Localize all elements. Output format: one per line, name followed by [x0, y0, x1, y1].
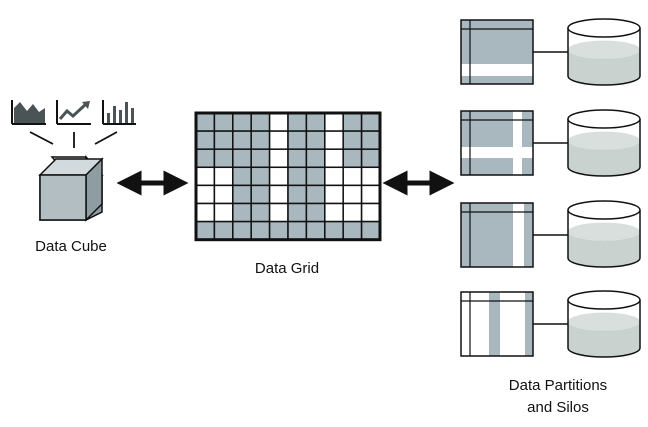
grid-cell: [305, 148, 326, 169]
grid-cell: [195, 220, 216, 241]
grid-cell: [360, 166, 381, 187]
grid-cell: [250, 148, 271, 169]
grid-cell: [324, 130, 344, 150]
grid-cell: [360, 112, 381, 132]
grid-cell: [195, 148, 216, 169]
grid-cell: [232, 148, 252, 169]
grid-cell: [342, 166, 363, 187]
grid-cell: [360, 130, 381, 150]
grid-cell: [250, 166, 271, 187]
grid-cell: [232, 202, 252, 223]
grid-cell: [250, 202, 271, 223]
grid-cell: [195, 112, 216, 132]
grid-cell: [250, 112, 271, 132]
silo-liquid: [568, 140, 640, 176]
silo: [567, 290, 641, 358]
grid-cell: [213, 112, 234, 132]
grid-cell: [324, 112, 344, 132]
silo-liquid: [568, 321, 640, 357]
grid-cell: [213, 184, 234, 205]
grid-cell: [305, 130, 326, 150]
grid-cell: [195, 202, 216, 223]
grid-border: [194, 111, 382, 242]
grid-cell: [268, 220, 289, 241]
grid-cell: [213, 166, 234, 187]
grid-cell: [287, 148, 308, 169]
grid-cell: [268, 112, 289, 132]
line-chart-icon: [56, 100, 91, 125]
grid-cell: [287, 112, 308, 132]
data-cube: [38, 155, 104, 222]
grid-cell: [324, 202, 344, 223]
partition-columns-right: [460, 202, 534, 268]
grid-cell: [195, 166, 216, 187]
bar-chart-icon: [102, 100, 136, 125]
silo-liquid: [568, 231, 640, 267]
partition-cross: [460, 110, 534, 176]
grid-cell: [287, 130, 308, 150]
grid-cell: [250, 130, 271, 150]
grid-cell: [232, 130, 252, 150]
grid-cell: [195, 184, 216, 205]
silo-connectors: [533, 51, 568, 325]
grid-cell: [250, 220, 271, 241]
grid-cell: [342, 202, 363, 223]
silos: [567, 18, 641, 358]
grid-cell: [232, 112, 252, 132]
grid-cell: [232, 184, 252, 205]
grid-cell: [324, 220, 344, 241]
data-grid: [194, 111, 382, 242]
grid-cell: [213, 130, 234, 150]
grid-cell: [287, 202, 308, 223]
grid-cell: [268, 202, 289, 223]
silo: [567, 18, 641, 86]
grid-cell: [195, 130, 216, 150]
grid-cell: [268, 130, 289, 150]
grid-cell: [305, 202, 326, 223]
partition-columns-split: [460, 291, 534, 357]
grid-cell: [213, 202, 234, 223]
grid-cell: [305, 112, 326, 132]
grid-cell: [305, 220, 326, 241]
grid-label: Data Grid: [255, 260, 319, 277]
grid-cell: [342, 220, 363, 241]
grid-cell: [360, 184, 381, 205]
grid-cell: [287, 220, 308, 241]
partitions-label-line1: Data Partitions: [509, 377, 607, 394]
silo: [567, 109, 641, 177]
grid-cell: [360, 220, 381, 241]
silo-liquid: [568, 49, 640, 85]
grid-cell: [342, 130, 363, 150]
grid-cell: [232, 220, 252, 241]
grid-cell: [268, 148, 289, 169]
grid-cell: [232, 166, 252, 187]
grid-cell: [360, 202, 381, 223]
grid-cell: [342, 148, 363, 169]
grid-cell: [342, 112, 363, 132]
grid-cell: [324, 148, 344, 169]
grid-cell: [268, 184, 289, 205]
grid-cell: [250, 184, 271, 205]
grid-cell: [342, 184, 363, 205]
grid-cell: [305, 184, 326, 205]
area-chart-icon: [11, 100, 46, 125]
grid-cell: [287, 184, 308, 205]
grid-cell: [268, 166, 289, 187]
grid-cell: [360, 148, 381, 169]
partitions-label-line2: and Silos: [527, 399, 589, 416]
silo: [567, 200, 641, 268]
grid-cell: [287, 166, 308, 187]
grid-cell: [213, 220, 234, 241]
grid-cell: [305, 166, 326, 187]
grid-cell: [213, 148, 234, 169]
grid-cell: [324, 184, 344, 205]
icon-connectors: [29, 131, 118, 148]
cube-label: Data Cube: [35, 238, 107, 255]
partition-rows: [460, 19, 534, 85]
grid-cell: [324, 166, 344, 187]
